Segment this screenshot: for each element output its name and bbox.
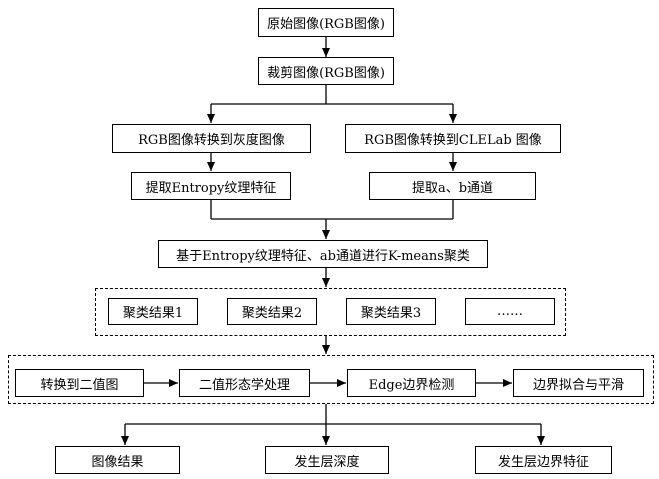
original-image-node: 原始图像(RGB图像) (258, 8, 394, 37)
cluster-result-3: 聚类结果3 (346, 298, 436, 325)
edge-detect-node: Edge边界检测 (347, 369, 476, 397)
cluster-result-1: 聚类结果1 (108, 298, 198, 325)
boundary-feature-node: 发生层边界特征 (475, 446, 612, 474)
cluster-results-group (95, 288, 566, 336)
rgb-to-cielab-node: RGB图像转换到CLELab 图像 (345, 124, 561, 153)
depth-node: 发生层深度 (265, 446, 389, 474)
to-binary-node: 转换到二值图 (15, 369, 144, 397)
kmeans-node: 基于Entropy纹理特征、ab通道进行K-means聚类 (158, 240, 488, 268)
cropped-image-node: 裁剪图像(RGB图像) (258, 57, 394, 85)
boundary-fit-node: 边界拟合与平滑 (513, 369, 644, 397)
binary-processing-group (8, 355, 654, 404)
cluster-result-2: 聚类结果2 (227, 298, 317, 325)
rgb-to-gray-node: RGB图像转换到灰度图像 (112, 124, 311, 153)
extract-ab-node: 提取a、b通道 (369, 172, 536, 200)
extract-entropy-node: 提取Entropy纹理特征 (131, 172, 291, 200)
morphology-node: 二值形态学处理 (179, 369, 310, 397)
image-result-node: 图像结果 (55, 446, 180, 474)
cluster-result-more: …… (465, 298, 555, 325)
